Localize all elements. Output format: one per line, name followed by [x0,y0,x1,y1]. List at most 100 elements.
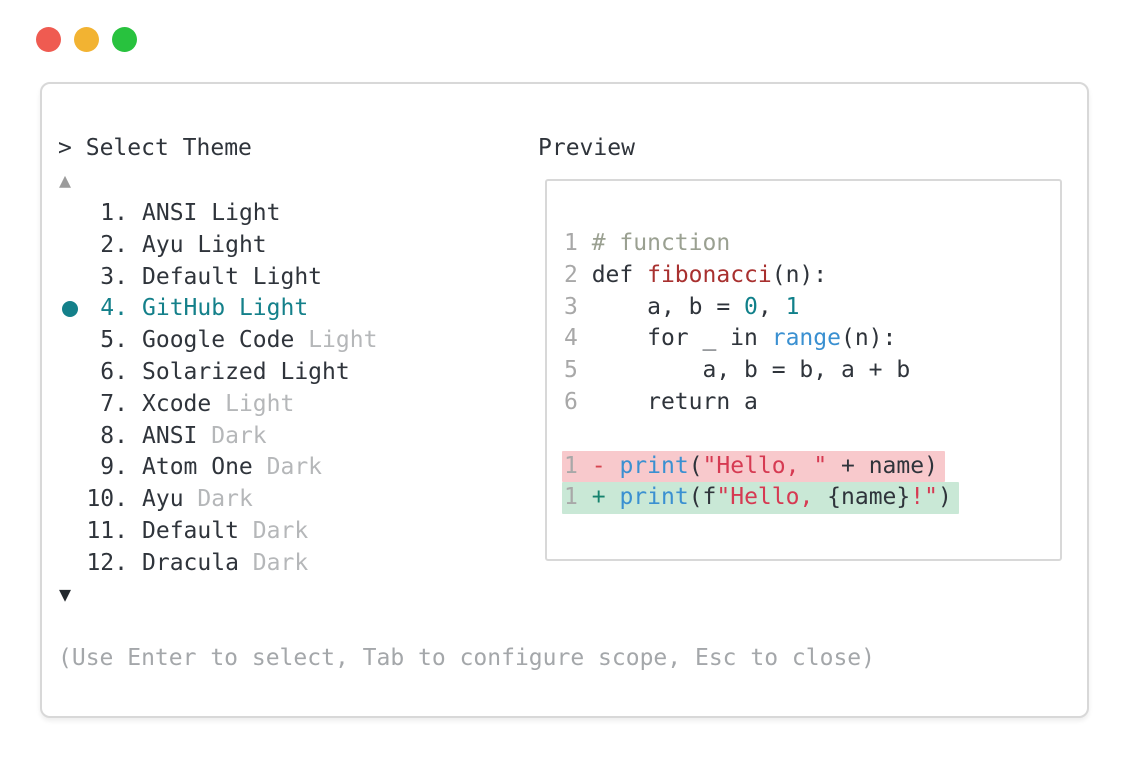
option-dot-cell [58,198,86,230]
theme-option[interactable]: 3.Default Light [58,262,377,294]
code-line: 2 def fibonacci(n): [564,260,1060,292]
option-name: Default [142,263,239,290]
option-dot-cell [58,389,86,421]
code-line: 1 # function [564,228,1060,260]
footer-hint: (Use Enter to select, Tab to configure s… [58,645,875,671]
option-name: Solarized [142,358,267,385]
code-token: ( [688,452,703,479]
option-variant: Dark [266,454,323,481]
preview-title: Preview [538,135,635,161]
code-token: ) [937,484,952,511]
option-variant: Dark [211,422,267,449]
option-label: Solarized Light [142,357,350,389]
line-content: 5 a, b = b, a + b [562,355,917,387]
line-number: 4 [564,325,578,352]
code-token: (n): [771,261,828,288]
option-number: 4. [100,295,128,322]
line-number: 1 [564,484,578,511]
option-name: GitHub [142,295,226,322]
option-dot-cell [58,357,86,389]
theme-option[interactable]: 12. Dracula Dark [58,548,377,580]
code-token [578,453,592,479]
theme-option[interactable]: 9. Atom One Dark [58,452,377,484]
code-token: print [619,484,689,511]
code-token: range [771,325,841,352]
option-dot-cell [58,516,86,548]
option-dot-cell [58,262,86,294]
option-number: 9. [100,454,128,481]
option-name: Atom One [142,454,253,481]
minimize-button-icon[interactable] [74,27,99,52]
option-label: Dracula Dark [142,548,308,580]
option-dot-cell [58,293,86,325]
code-token: return a [577,388,758,415]
theme-option[interactable]: 7. Xcode Light [58,389,377,421]
diff-removed-line: 1 - print("Hello, " + name) [562,450,1060,483]
option-dot-cell [58,548,86,580]
theme-option[interactable]: 11.Default Dark [58,516,377,548]
code-token: fibonacci [647,261,772,288]
option-number: 5. [100,327,128,354]
theme-option[interactable]: 8. ANSI Dark [58,421,377,453]
option-number: 8. [100,422,128,449]
option-label: ANSI Light [142,198,281,230]
option-label: Xcode Light [142,389,294,421]
option-number: 10. [86,486,128,513]
option-number: 12. [86,549,128,576]
option-label: Ayu Light [142,230,267,262]
option-number: 1. [100,200,128,226]
line-number: 6 [564,388,578,415]
option-variant: Dark [252,549,309,576]
option-variant: Dark [197,486,253,513]
code-token: a, b = b, a + b [577,357,911,384]
scroll-up-icon[interactable]: ▲ [59,168,72,192]
option-label: ANSI Dark [142,421,267,453]
selected-indicator-dot [62,301,78,318]
option-dot-cell [58,421,86,453]
line-content: 6 return a [562,387,765,419]
option-label: Google Code Light [142,325,377,357]
line-number: 1 [564,230,578,256]
option-number: 11. [86,517,128,544]
code-line [564,419,1060,451]
code-token: print [619,452,689,479]
option-name: Ayu [142,486,184,513]
option-label: GitHub Light [142,293,308,325]
option-name: ANSI [142,200,198,226]
theme-option[interactable]: 5. Google Code Light [58,325,377,357]
option-dot-cell [58,230,86,262]
line-number: 3 [564,293,578,320]
line-content: 4 for _ in range(n): [562,323,903,355]
option-dot-cell [58,325,86,357]
option-label: Atom One Dark [142,452,322,484]
theme-option[interactable]: 1. ANSI Light [58,198,377,230]
option-variant: Light [308,327,378,354]
code-token: "Hello, [716,484,828,511]
line-content: 1 # function [562,228,737,260]
option-number: 2. [100,231,128,258]
scroll-down-icon[interactable]: ▼ [59,582,72,606]
option-variant: Light [225,390,295,417]
option-number: 7. [100,390,128,417]
code-token [606,484,620,510]
code-line: 6 return a [564,387,1060,419]
option-dot-cell [58,484,86,516]
zoom-button-icon[interactable] [112,27,137,52]
code-token: a, b = [577,293,745,320]
line-content: 3 a, b = 0, 1 [562,292,806,324]
line-content: 1 + print(f"Hello, {name}!") [562,482,959,515]
theme-option[interactable]: 2. Ayu Light [58,230,377,262]
theme-option[interactable]: 10. Ayu Dark [58,484,377,516]
code-token: for _ in [577,325,772,352]
theme-option[interactable]: 4. GitHub Light [58,293,377,325]
theme-option[interactable]: 6. Solarized Light [58,357,377,389]
option-variant: Dark [252,517,309,544]
option-variant: Light [238,295,309,322]
code-token: def [577,261,648,288]
option-variant: Light [197,231,267,258]
option-number: 6. [100,358,128,385]
close-button-icon[interactable] [36,27,61,52]
